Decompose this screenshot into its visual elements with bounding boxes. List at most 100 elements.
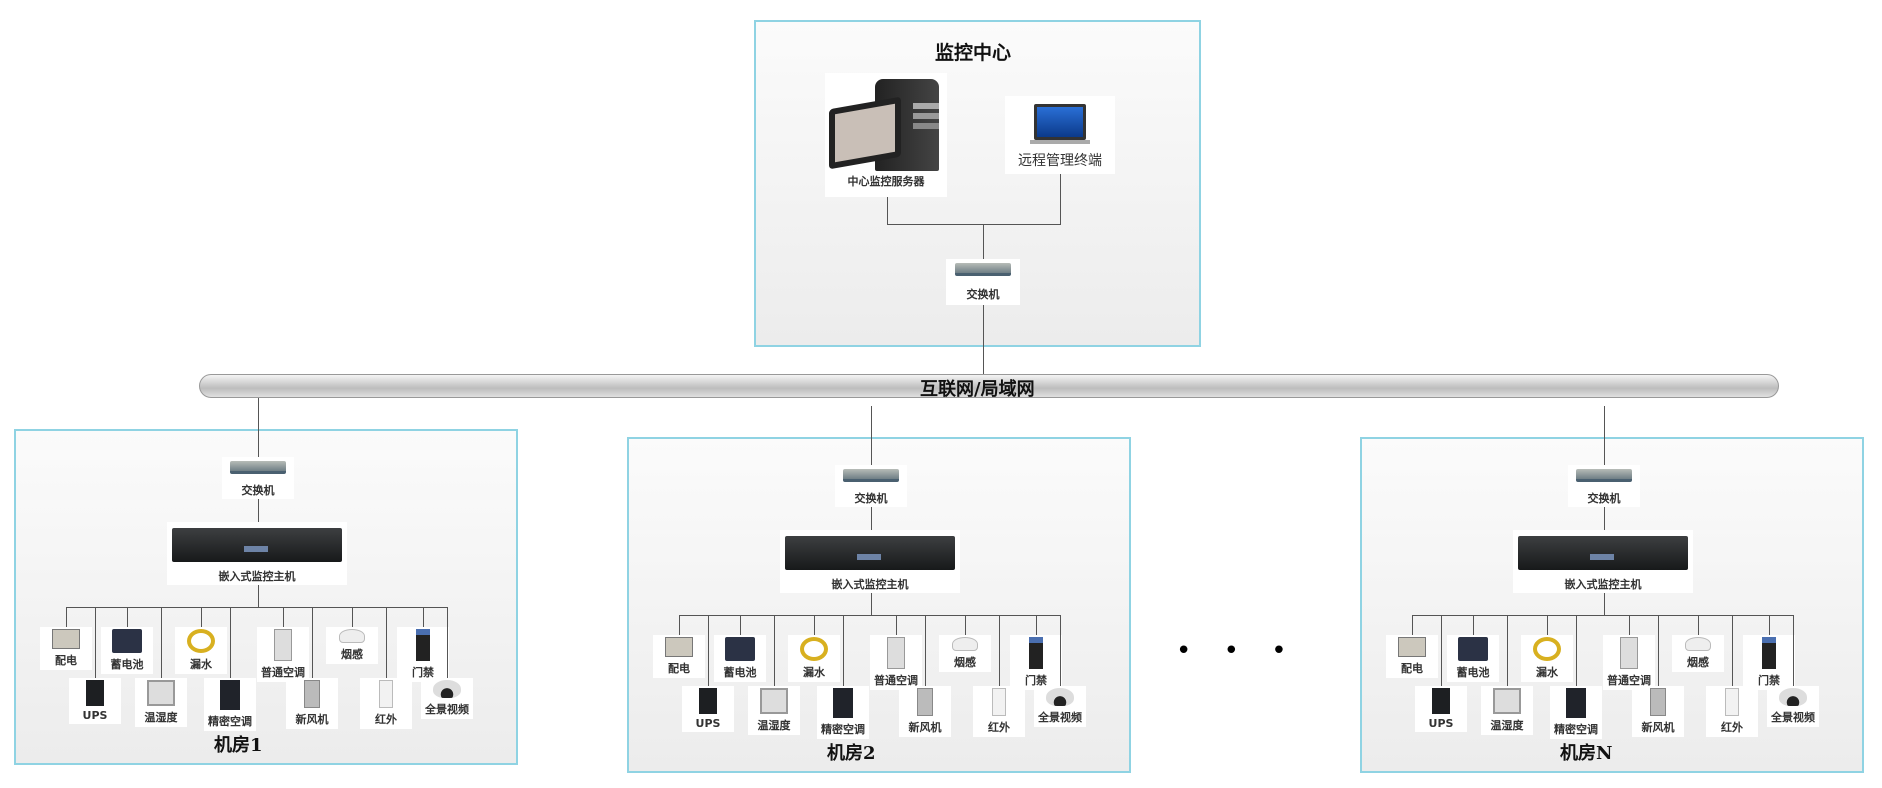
device-battery[interactable]: 蓄电池 [101,627,153,674]
precision-ac-icon [220,680,240,710]
device-water-leak[interactable]: 漏水 [175,627,227,674]
embedded-monitoring-host[interactable]: 嵌入式监控主机 [1513,530,1693,593]
device-water-leak[interactable]: 漏水 [788,635,840,682]
device-label: 温湿度 [757,719,791,732]
battery-icon [1458,637,1488,661]
device-ups[interactable]: UPS [682,686,734,732]
embedded-monitoring-host[interactable]: 嵌入式监控主机 [167,522,347,585]
infrared-icon [992,688,1006,716]
device-label: 配电 [55,654,77,667]
water-leak-icon [800,637,828,661]
monitoring-center-title: 监控中心 [935,42,1012,64]
fresh-air-icon [304,680,320,708]
device-ups[interactable]: UPS [69,678,121,724]
device-smoke-detector[interactable]: 烟感 [1672,635,1724,672]
device-ac[interactable]: 普通空调 [870,635,922,690]
device-power-distribution[interactable]: 配电 [1386,635,1438,678]
camera-icon [433,680,461,698]
device-label: 精密空调 [1554,723,1598,736]
room-title: 机房N [1560,743,1613,764]
device-label: 红外 [988,721,1010,734]
device-label: UPS [695,717,721,730]
network-label: 互联网/局域网 [920,379,1035,400]
precision-ac-icon [1566,688,1586,718]
device-label: 温湿度 [144,711,178,724]
device-smoke-detector[interactable]: 烟感 [939,635,991,672]
access-control-icon [1762,637,1776,669]
device-temperature-humidity[interactable]: 温湿度 [748,686,800,735]
ups-icon [699,688,717,714]
device-label: 新风机 [295,713,329,726]
ups-icon [86,680,104,706]
device-label: 蓄电池 [723,666,757,679]
center-switch[interactable]: 交换机 [946,259,1020,305]
host-label: 嵌入式监控主机 [831,578,909,591]
room-title: 机房2 [827,743,876,764]
device-label: 烟感 [1687,656,1709,669]
device-fresh-air[interactable]: 新风机 [1632,686,1684,737]
device-label: 蓄电池 [1456,666,1490,679]
device-infrared[interactable]: 红外 [360,678,412,729]
network-bus [199,374,1779,398]
device-label: 普通空调 [1607,674,1651,687]
device-label: 精密空调 [821,723,865,736]
switch-icon [1576,469,1632,482]
device-label: 漏水 [1536,666,1558,679]
device-battery[interactable]: 蓄电池 [1447,635,1499,682]
room-switch[interactable]: 交换机 [222,457,294,499]
device-precision-ac[interactable]: 精密空调 [204,678,256,731]
switch-label: 交换机 [241,484,275,497]
room-title: 机房1 [214,735,263,756]
device-access-control[interactable]: 门禁 [1743,635,1795,690]
device-ups[interactable]: UPS [1415,686,1467,732]
device-label: 普通空调 [261,666,305,679]
device-label: UPS [1428,717,1454,730]
device-power-distribution[interactable]: 配电 [653,635,705,678]
device-battery[interactable]: 蓄电池 [714,635,766,682]
device-smoke-detector[interactable]: 烟感 [326,627,378,664]
central-server[interactable]: 中心监控服务器 [825,73,947,197]
device-access-control[interactable]: 门禁 [1010,635,1062,690]
device-camera[interactable]: 全景视频 [1767,686,1819,727]
device-temperature-humidity[interactable]: 温湿度 [135,678,187,727]
device-label: 新风机 [908,721,942,734]
device-precision-ac[interactable]: 精密空调 [817,686,869,739]
device-label: 蓄电池 [110,658,144,671]
camera-icon [1779,688,1807,706]
fresh-air-icon [917,688,933,716]
device-temperature-humidity[interactable]: 温湿度 [1481,686,1533,735]
room-switch[interactable]: 交换机 [835,465,907,507]
device-camera[interactable]: 全景视频 [1034,686,1086,727]
device-access-control[interactable]: 门禁 [397,627,449,682]
smoke-detector-icon [952,637,978,651]
water-leak-icon [187,629,215,653]
server-label: 中心监控服务器 [847,175,925,188]
device-power-distribution[interactable]: 配电 [40,627,92,670]
device-fresh-air[interactable]: 新风机 [899,686,951,737]
device-camera[interactable]: 全景视频 [421,678,473,719]
device-label: 全景视频 [1771,711,1815,724]
rack-host-icon [172,528,342,562]
device-ac[interactable]: 普通空调 [1603,635,1655,690]
switch-label: 交换机 [966,288,1000,301]
remote-terminal[interactable]: 远程管理终端 [1005,96,1115,174]
embedded-monitoring-host[interactable]: 嵌入式监控主机 [780,530,960,593]
device-label: 烟感 [954,656,976,669]
switch-icon [230,461,286,474]
device-fresh-air[interactable]: 新风机 [286,678,338,729]
smoke-detector-icon [339,629,365,643]
switch-label: 交换机 [854,492,888,505]
device-precision-ac[interactable]: 精密空调 [1550,686,1602,739]
device-water-leak[interactable]: 漏水 [1521,635,1573,682]
device-label: 门禁 [1025,674,1047,687]
device-label: 配电 [1401,662,1423,675]
device-label: 红外 [1721,721,1743,734]
device-infrared[interactable]: 红外 [1706,686,1758,737]
device-ac[interactable]: 普通空调 [257,627,309,682]
infrared-icon [1725,688,1739,716]
room-switch[interactable]: 交换机 [1568,465,1640,507]
camera-icon [1046,688,1074,706]
switch-icon [843,469,899,482]
device-infrared[interactable]: 红外 [973,686,1025,737]
battery-icon [725,637,755,661]
